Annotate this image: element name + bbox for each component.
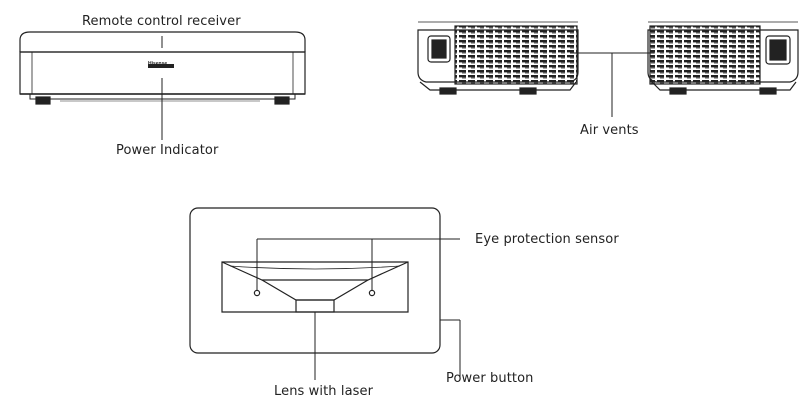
bottom-view [189, 207, 441, 354]
air-vents-leader [570, 52, 654, 117]
eye-sensor-leaders [256, 238, 460, 290]
lens-label: Lens with laser [274, 384, 374, 399]
eye-sensor-label: Eye protection sensor [475, 232, 619, 247]
brand-logo: Hisense [148, 61, 168, 67]
side-view-right [647, 21, 799, 95]
side-view-left [417, 21, 579, 95]
power-indicator-label: Power Indicator [116, 143, 219, 158]
power-button-leader [440, 319, 461, 378]
power-button-label: Power button [446, 371, 534, 386]
remote-receiver-label: Remote control receiver [82, 14, 241, 29]
air-vents-label: Air vents [580, 123, 639, 138]
